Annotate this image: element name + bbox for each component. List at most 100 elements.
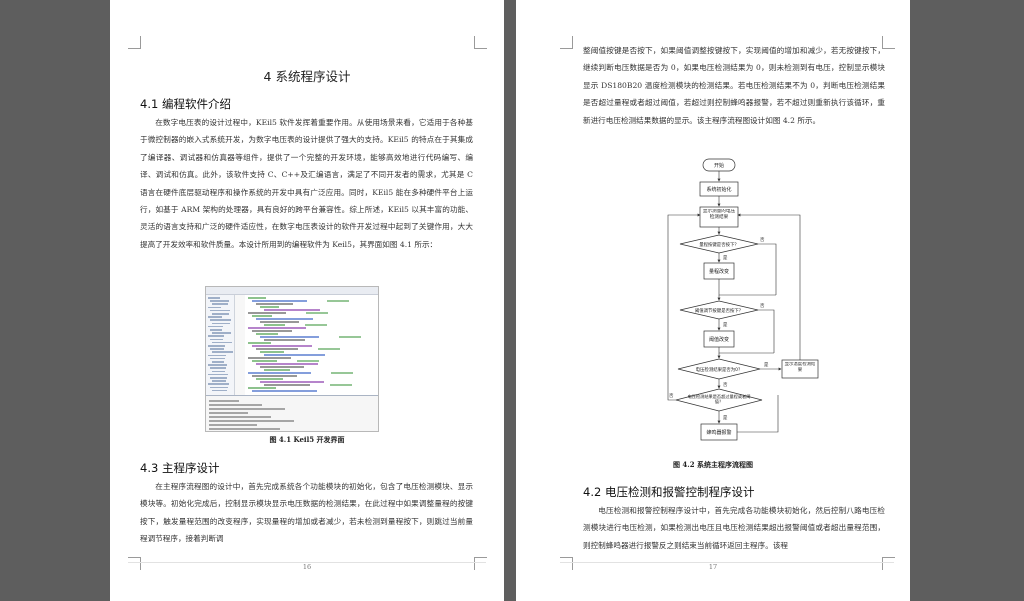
code-line <box>252 375 297 377</box>
code-line <box>252 300 307 302</box>
code-line <box>252 360 277 362</box>
page-number: 17 <box>708 563 718 571</box>
crop-mark <box>474 36 487 49</box>
output-line <box>209 400 239 402</box>
paragraph-voltage-alarm: 电压检测和报警控制程序设计中，首先完成各功能模块初始化，然后控制八路电压检测模块… <box>583 506 885 550</box>
code-line <box>260 366 304 368</box>
main-program-flowchart: 开始 系统初始化 显示测量的电压检测结果 量程按键是否按下？ 是 否 量程改变 … <box>667 158 819 441</box>
flowchart-alarm-label: 蜂鸣器报警 <box>706 429 731 436</box>
code-line <box>248 312 286 314</box>
flowchart-cond-range-label: 量程按键是否按下？ <box>699 241 739 248</box>
flowchart-display-label: 显示测量的电压检测结果 <box>702 209 736 220</box>
tree-item <box>208 345 225 347</box>
figure-4-1-caption: 图 4.1 Keil5 开发界面 <box>269 435 345 444</box>
code-line <box>264 369 290 371</box>
section-heading-4-1: 4.1 编程软件介绍 <box>140 97 231 111</box>
document-page-17: 整阈值按键是否按下，如果阈值调整按键按下，实现阈值的增加和减少，若无按键按下，继… <box>516 0 910 601</box>
tree-item <box>208 383 229 385</box>
tree-item <box>212 380 226 382</box>
tree-item <box>212 332 231 334</box>
figure-4-2-caption: 图 4.2 系统主程序流程图 <box>672 460 754 469</box>
crop-mark <box>882 36 895 49</box>
tree-item <box>208 373 228 376</box>
page-number: 16 <box>302 563 312 571</box>
output-line <box>209 416 271 418</box>
chapter-title: 4 系统程序设计 <box>263 69 351 84</box>
code-line <box>256 363 318 365</box>
tree-item <box>210 367 226 369</box>
code-comment <box>318 348 340 350</box>
tree-item <box>212 313 229 315</box>
tree-item <box>210 309 230 312</box>
flowchart-cond-threshold-label: 阈值调节按键是否按下？ <box>695 307 743 314</box>
crop-mark <box>560 36 573 49</box>
code-comment <box>306 312 328 314</box>
paragraph-main-program: 在主程序流程图的设计中，首先完成系统各个功能模块的初始化，包含了电压检测模块、显… <box>140 482 473 544</box>
flowchart-no-label: 否 <box>669 393 674 399</box>
code-line <box>256 333 278 335</box>
output-line <box>209 424 257 426</box>
tree-item <box>208 297 220 299</box>
tree-item <box>208 354 226 357</box>
tree-item <box>210 357 225 360</box>
tree-item <box>210 329 222 331</box>
ide-project-tree <box>206 295 235 395</box>
tree-item <box>210 348 224 350</box>
crop-mark <box>128 36 141 49</box>
flowchart-no-label: 否 <box>760 303 765 309</box>
code-line <box>260 351 284 353</box>
flowchart-init-label: 系统初始化 <box>706 186 731 193</box>
flowchart-range-adjust-label: 量程改变 <box>709 268 729 275</box>
code-line <box>248 297 266 299</box>
code-comment <box>331 372 353 374</box>
ide-line-gutter <box>235 295 245 395</box>
crop-mark <box>128 557 141 570</box>
code-line <box>264 339 305 341</box>
flowchart-yes-label: 是 <box>764 362 769 368</box>
output-line <box>209 412 248 414</box>
flowchart-no-label: 否 <box>760 237 765 243</box>
tree-item <box>212 370 225 373</box>
tree-item <box>212 389 227 392</box>
code-line <box>252 390 317 392</box>
footer-rule <box>128 562 486 563</box>
code-line <box>264 354 325 356</box>
tree-item <box>208 316 222 318</box>
code-line <box>248 342 271 344</box>
code-comment <box>297 360 319 362</box>
paragraph-keil5: 在数字电压表的设计过程中，KEil5 软件发挥着重要作用。从使用场景来看，它适用… <box>140 118 473 249</box>
tree-item <box>208 335 224 337</box>
tree-item <box>208 325 223 328</box>
flowchart-no-label: 否 <box>723 382 728 388</box>
code-line <box>248 357 291 359</box>
tree-item <box>212 322 230 325</box>
code-line <box>260 336 319 338</box>
tree-item <box>208 364 227 366</box>
crop-mark <box>474 557 487 570</box>
code-line <box>256 378 283 380</box>
code-line <box>264 309 320 311</box>
section-heading-4-2: 4.2 电压检测和报警控制程序设计 <box>583 485 755 499</box>
code-line <box>260 321 299 323</box>
tree-item <box>210 386 228 389</box>
code-line <box>264 324 285 326</box>
tree-item <box>210 338 223 341</box>
output-line <box>209 404 262 406</box>
tree-item <box>212 351 233 353</box>
code-line <box>248 387 276 389</box>
crop-mark <box>882 557 895 570</box>
crop-mark <box>560 557 573 570</box>
code-line <box>260 381 324 383</box>
output-line <box>209 420 294 422</box>
flowchart-yes-label: 是 <box>723 322 728 328</box>
code-line <box>256 348 298 350</box>
flowchart-start-label: 开始 <box>714 162 724 169</box>
footer-rule <box>560 562 894 563</box>
document-page-16: 4 系统程序设计 4.1 编程软件介绍 在数字电压表的设计过程中，KEil5 软… <box>110 0 504 601</box>
keil5-screenshot <box>205 286 379 432</box>
flowchart-yes-label: 是 <box>723 255 728 261</box>
ide-code-editor <box>246 295 377 395</box>
code-line <box>256 318 313 320</box>
code-comment <box>327 300 349 302</box>
code-line <box>256 303 293 305</box>
